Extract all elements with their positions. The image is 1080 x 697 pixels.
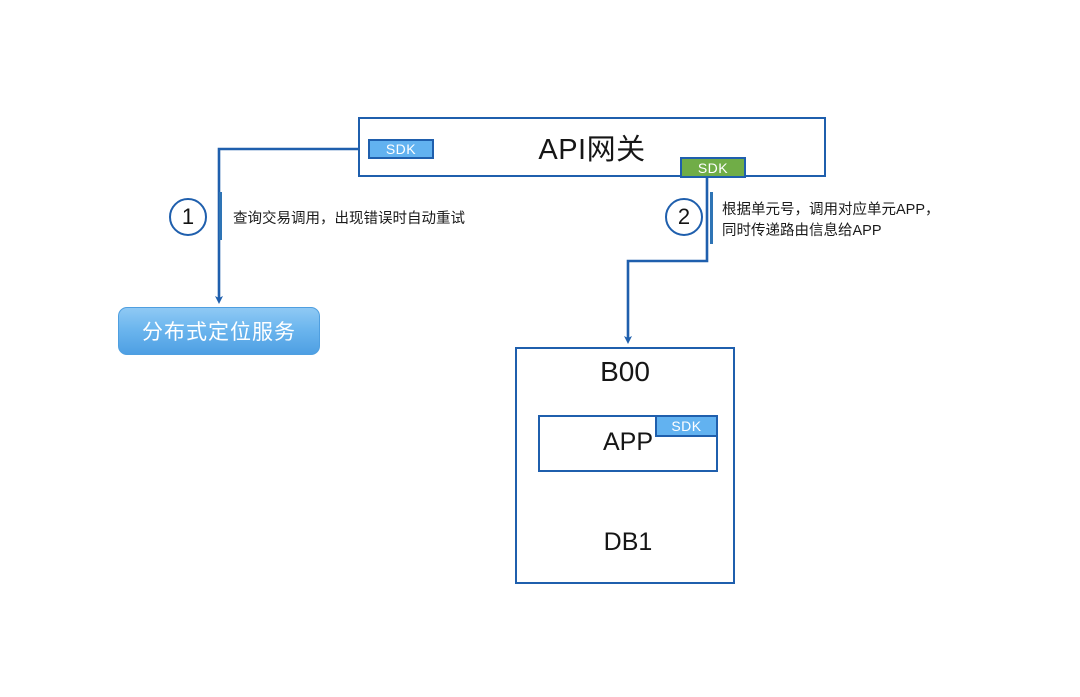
gateway-sdk-badge-left: SDK <box>368 139 434 159</box>
api-gateway-label: API网关 <box>538 134 646 166</box>
step-divider-2 <box>710 192 713 244</box>
app-label: APP <box>602 428 654 456</box>
api-gateway-box <box>358 117 826 177</box>
unit-b00-label: B00 <box>600 356 650 387</box>
step-marker-1: 1 <box>169 198 207 236</box>
step-divider-1 <box>219 192 222 240</box>
step-text-1: 查询交易调用，出现错误时自动重试 <box>233 211 465 227</box>
app-sdk-badge: SDK <box>655 415 718 437</box>
step-text-2: 根据单元号，调用对应单元APP， 同时传递路由信息给APP <box>722 202 940 239</box>
distributed-locating-service-box: 分布式定位服务 <box>118 307 320 355</box>
step-marker-2: 2 <box>665 198 703 236</box>
db1-label: DB1 <box>603 528 653 556</box>
gateway-sdk-badge-right: SDK <box>680 157 746 178</box>
